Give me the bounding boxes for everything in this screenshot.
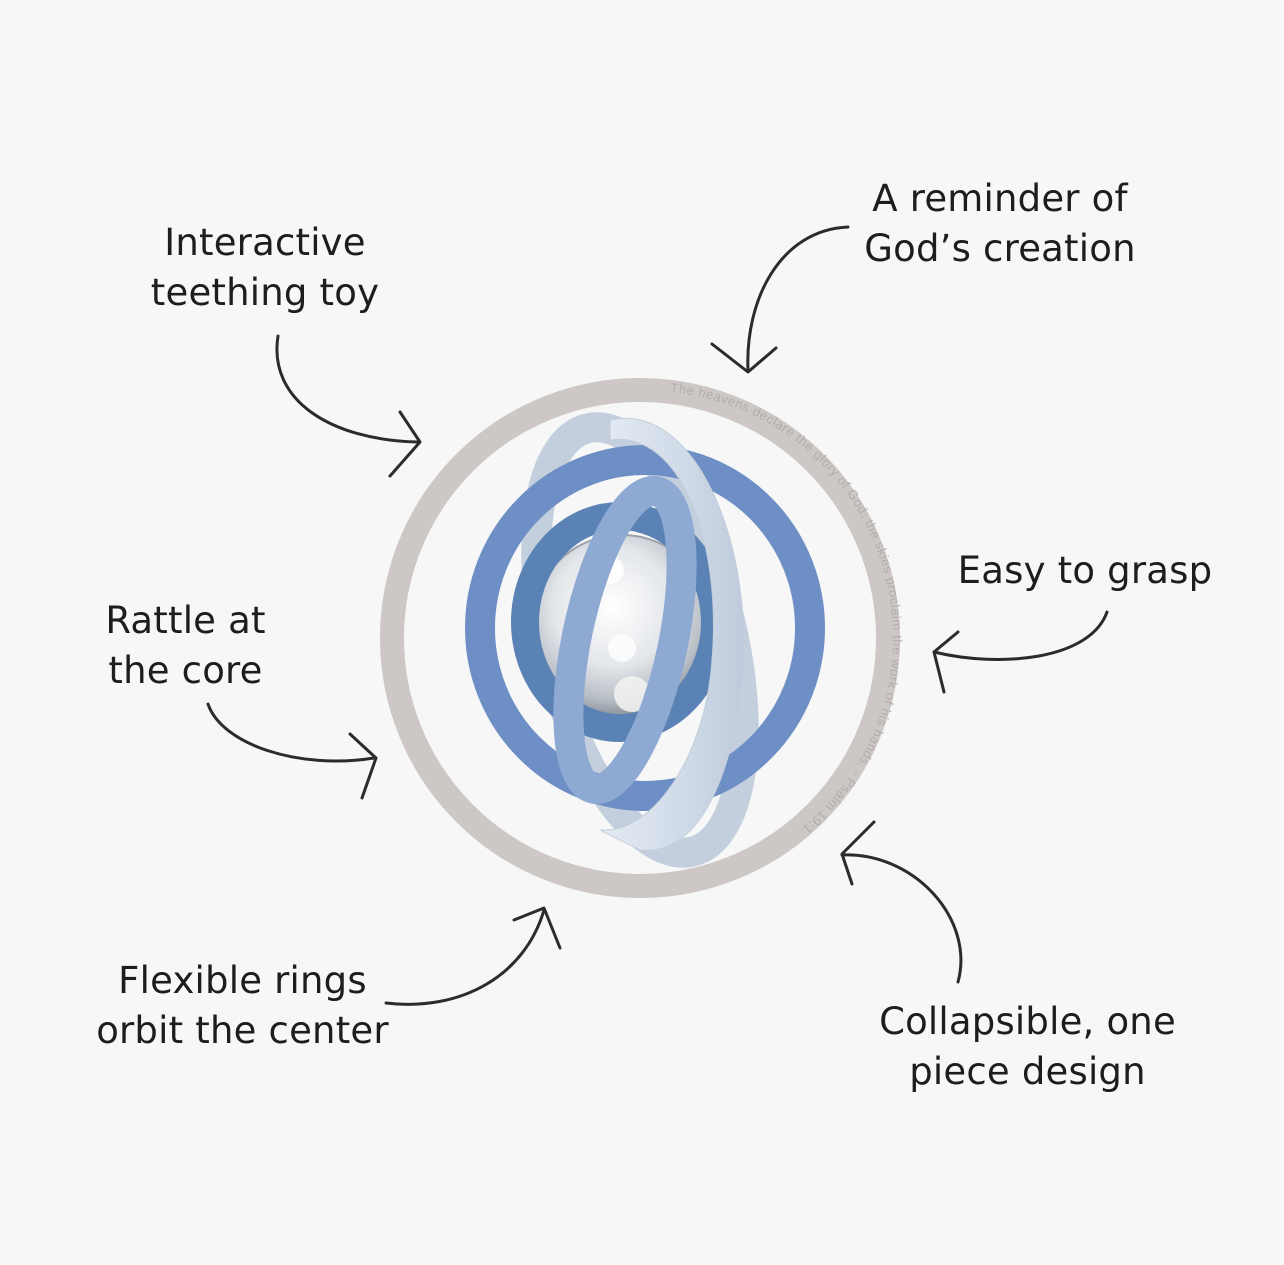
middle-ring	[465, 445, 825, 811]
callout-rattle-at-core: Rattle at the core	[88, 596, 283, 696]
callout-reminder-of-creation: A reminder of God’s creation	[850, 174, 1150, 274]
callout-line: Collapsible, one	[879, 1000, 1176, 1043]
callout-flexible-rings: Flexible rings orbit the center	[90, 956, 395, 1056]
rattle-bead	[608, 634, 636, 662]
callout-line: the core	[108, 649, 263, 692]
arrowhead-collapsible	[840, 820, 876, 886]
callout-line: Easy to grasp	[957, 549, 1213, 592]
vertical-ring	[553, 475, 697, 805]
callout-line: God’s creation	[864, 227, 1136, 270]
arrowhead-reminder	[710, 342, 778, 374]
front-ring	[599, 417, 745, 851]
arrow-rattle	[206, 702, 376, 763]
arrowhead-interactive	[388, 410, 422, 478]
arrow-reminder	[746, 225, 850, 372]
arrow-easy	[932, 610, 1109, 661]
callout-collapsible-design: Collapsible, one piece design	[870, 997, 1185, 1097]
callout-easy-to-grasp: Easy to grasp	[955, 546, 1215, 596]
callout-interactive-teething-toy: Interactive teething toy	[140, 218, 390, 318]
arrow-collapsible	[840, 853, 963, 984]
arrow-interactive	[275, 334, 420, 444]
arrowhead-flexible	[512, 906, 562, 950]
callout-line: Interactive	[164, 221, 366, 264]
callout-line: piece design	[909, 1050, 1146, 1093]
callout-line: A reminder of	[872, 177, 1128, 220]
arrowhead-easy	[932, 630, 960, 694]
callout-line: teething toy	[150, 271, 380, 314]
arrowhead-rattle	[348, 732, 378, 800]
outer-ring	[380, 378, 900, 898]
callout-line: orbit the center	[96, 1009, 389, 1052]
rattle-bead	[614, 676, 650, 712]
callout-line: Rattle at	[105, 599, 266, 642]
callout-line: Flexible rings	[118, 959, 367, 1002]
arrow-flexible	[384, 908, 546, 1006]
